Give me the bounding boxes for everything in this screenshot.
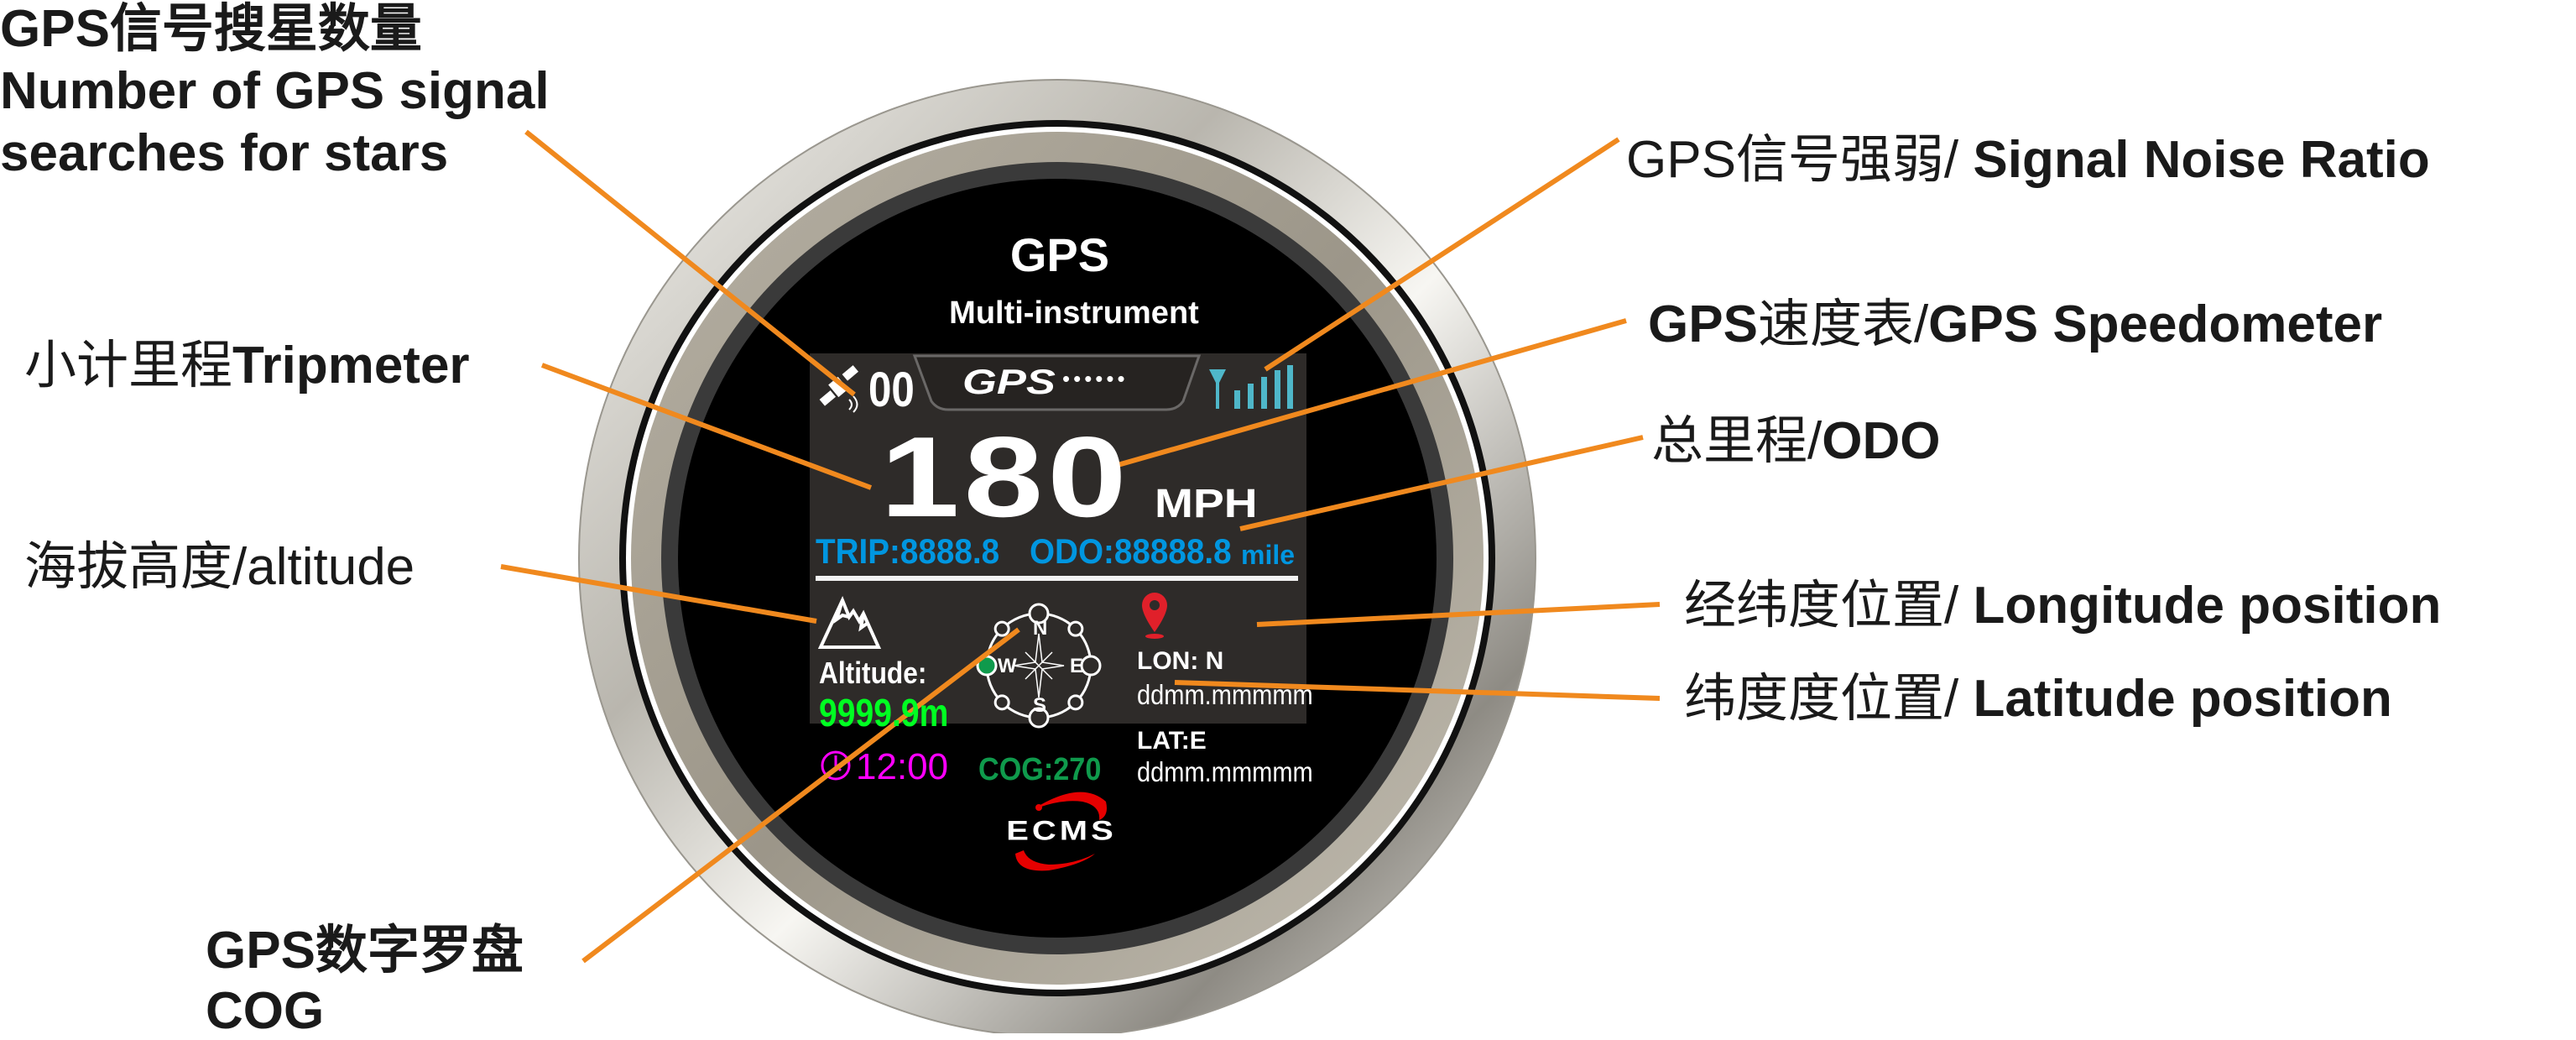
gps-fix-dots: •••••• [1062,366,1129,391]
callout-line-compass [581,627,1020,964]
satellite-count: 00 [868,363,915,417]
callout-line-altitude [500,564,817,624]
ecms-logo: ECMS [1006,816,1117,846]
latitude-label: LAT:E [1137,727,1207,755]
compass-w: W [998,655,1017,677]
dial-title: GPS [1009,228,1110,281]
callout-line-speedometer [1105,318,1627,471]
compass-e: E [1070,655,1084,677]
altitude-label: Altitude: [819,656,927,690]
callout-latitude-en: Latitude position [1973,670,2392,728]
callout-lines [500,129,1661,964]
compass-icon [976,603,1102,729]
cog-value: COG:270 [978,752,1102,787]
compass-marker [1028,603,1050,625]
callout-altitude-en: altitude [247,538,415,596]
callout-speedometer-en: GPS Speedometer [1928,295,2383,353]
callout-line-longitude [1256,602,1661,627]
ecms-logo-swoosh [1015,792,1107,871]
compass-rose [1013,633,1065,698]
compass-n: N [1033,617,1048,640]
callout-line-tripmeter [540,363,873,490]
callout-latitude: 纬度度位置/ Latitude position [1684,673,2392,725]
callout-odo-en: ODO [1822,412,1941,470]
callout-speedometer-gps: GPS [1648,295,1758,353]
callout-compass-cn: GPS数字罗盘 [206,925,524,977]
compass-marker [1067,620,1084,637]
callout-odo: 总里程/ODO [1651,415,1940,468]
divider-line [816,576,1298,581]
callout-satellites-en1-text: Number of GPS signal [0,62,550,120]
compass-marker [1080,655,1102,677]
compass-marker [1067,694,1084,711]
callout-line-odo [1239,435,1644,531]
gps-banner-text: GPS [962,362,1056,401]
location-pin-icon [1142,593,1167,639]
gps-banner-frame [912,354,1202,411]
callout-longitude: 经纬度位置/ Longitude position [1684,580,2441,632]
altitude-value: 9999.9m [819,691,949,734]
compass-s: S [1033,694,1047,717]
callout-longitude-cn: 经纬度位置/ [1684,577,1974,635]
callout-snr-en: Signal Noise Ratio [1973,131,2430,189]
longitude-label: LON: N [1137,647,1224,675]
callout-compass-en-text: COG [206,982,325,1040]
callout-speedometer: GPS速度表/GPS Speedometer [1648,299,2382,351]
longitude-value: ddmm.mmmmm [1137,679,1313,710]
callout-satellites-cn: GPS信号搜星数量 [0,3,422,55]
callout-tripmeter-en: Tripmeter [232,337,470,395]
mountain-icon [817,595,882,649]
speed-unit: MPH [1155,482,1258,526]
callout-satellites-en1: Number of GPS signal [0,65,550,118]
compass-marker [1028,707,1050,729]
trip-meter: TRIP:8888.8 [816,531,1000,571]
callout-satellites-cn-text: GPS信号搜星数量 [0,0,422,58]
callout-altitude: 海拔高度/altitude [24,541,415,593]
distance-unit: mile [1241,540,1296,570]
compass-marker [993,694,1010,711]
callout-speedometer-cn: 速度表/ [1757,295,1929,353]
speed-value: 180 [880,413,1131,541]
callout-snr-cn: GPS信号强弱/ [1626,131,1974,189]
callout-satellites-en2: searches for stars [0,128,448,180]
callout-compass-cn-text: GPS数字罗盘 [206,922,524,980]
callout-tripmeter-cn: 小计里程 [24,337,233,395]
callout-latitude-cn: 纬度度位置/ [1684,670,1974,728]
compass-marker [993,620,1010,637]
clock-time: 12:00 [856,746,949,787]
lcd-screen [810,353,1306,724]
callout-satellites-en2-text: searches for stars [0,124,449,182]
signal-strength-icon [1209,365,1293,409]
callout-altitude-cn: 海拔高度/ [24,538,248,596]
callout-tripmeter: 小计里程Tripmeter [24,340,470,392]
dial-subtitle: Multi-instrument [949,295,1199,331]
latitude-value: ddmm.mmmmm [1137,756,1313,787]
callout-longitude-en: Longitude position [1973,577,2442,635]
callout-compass-en: COG [206,985,324,1037]
odometer: ODO:88888.8 [1030,531,1232,571]
callout-odo-cn: 总里程/ [1651,412,1822,470]
callout-line-latitude [1174,680,1661,701]
callout-line-satellites [524,129,856,397]
callout-line-snr [1264,137,1620,372]
callout-snr: GPS信号强弱/ Signal Noise Ratio [1626,134,2430,186]
